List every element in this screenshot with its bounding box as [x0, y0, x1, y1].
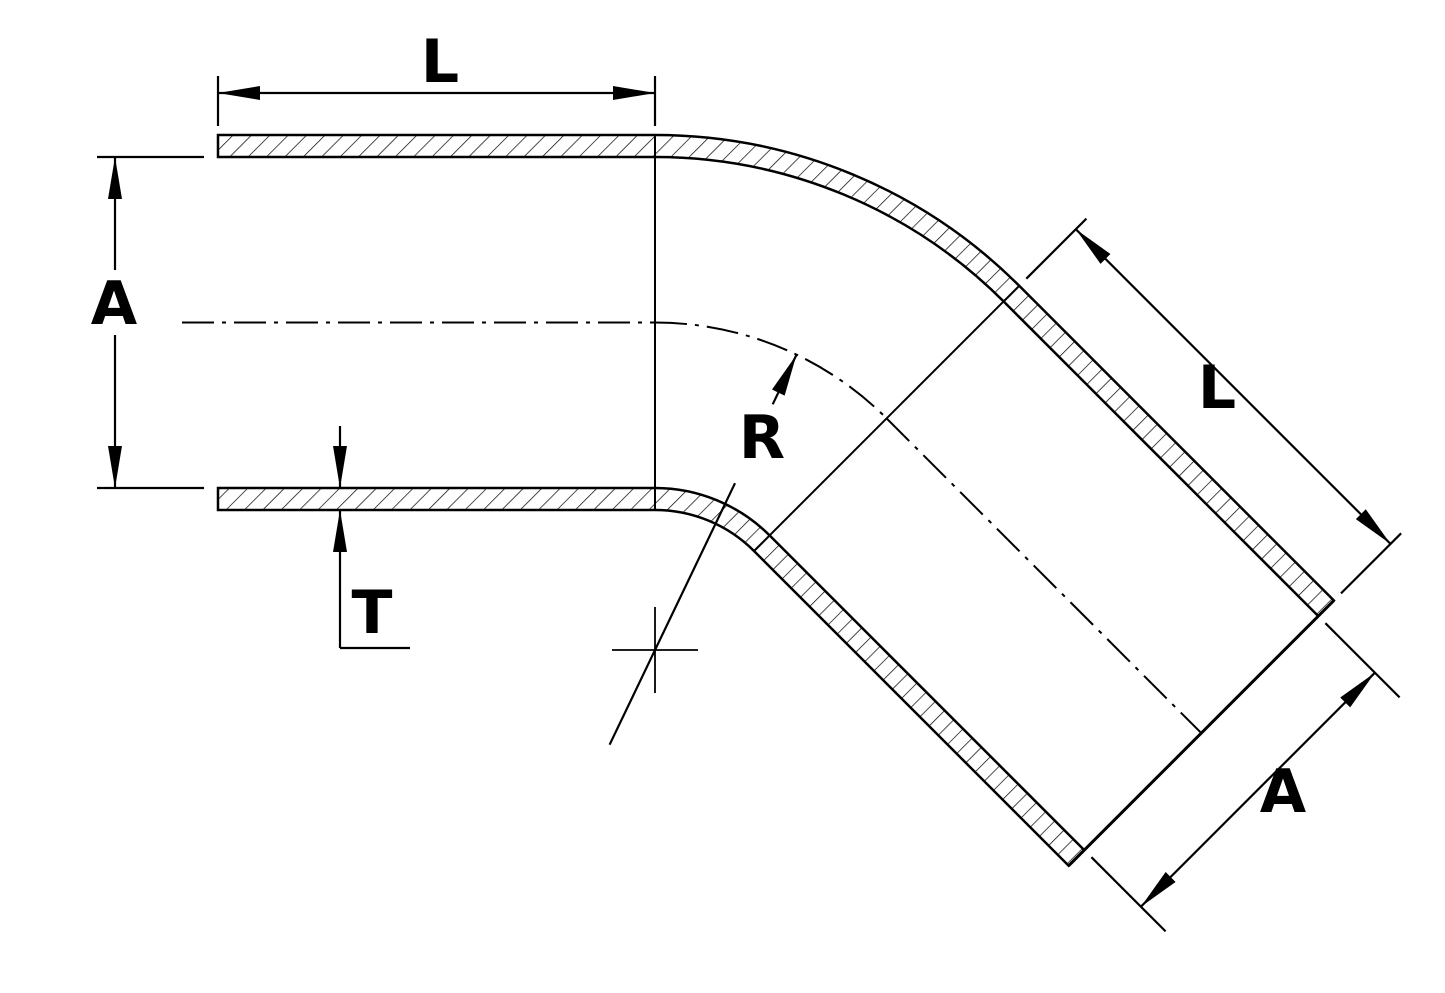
dimension-diameter-left: A: [91, 155, 204, 490]
centerlines: [182, 321, 1203, 734]
dimension-label-R: R: [739, 403, 785, 473]
dimension-label-L-angled: L: [1198, 353, 1236, 423]
dimension-length-top: L: [216, 27, 657, 126]
dimension-line: [1075, 228, 1392, 545]
extension-line: [1340, 532, 1402, 595]
dimension-length-angled: L: [1025, 217, 1402, 595]
extension-line: [1025, 217, 1088, 280]
extension-line: [1324, 622, 1401, 699]
bend-centerline-arc: [654, 321, 888, 420]
tube-lower-wall-hatched: [216, 486, 1087, 868]
radius-leader-line: [608, 482, 736, 746]
dimension-label-A-angled: A: [1260, 757, 1307, 827]
dimension-bend-radius: R: [608, 354, 798, 746]
dimension-wall-thickness: T: [333, 426, 410, 650]
angled-centerline: [885, 417, 1203, 734]
dimension-label-A-left: A: [91, 269, 138, 339]
dimension-label-L-top: L: [421, 27, 459, 97]
dimension-label-T: T: [352, 578, 393, 648]
dimension-diameter-angled: A: [1090, 622, 1401, 933]
dimension-line: [1140, 671, 1376, 908]
extension-line: [1090, 856, 1167, 933]
tube-body: [216, 133, 1336, 868]
radius-arrow-line: [771, 354, 798, 405]
